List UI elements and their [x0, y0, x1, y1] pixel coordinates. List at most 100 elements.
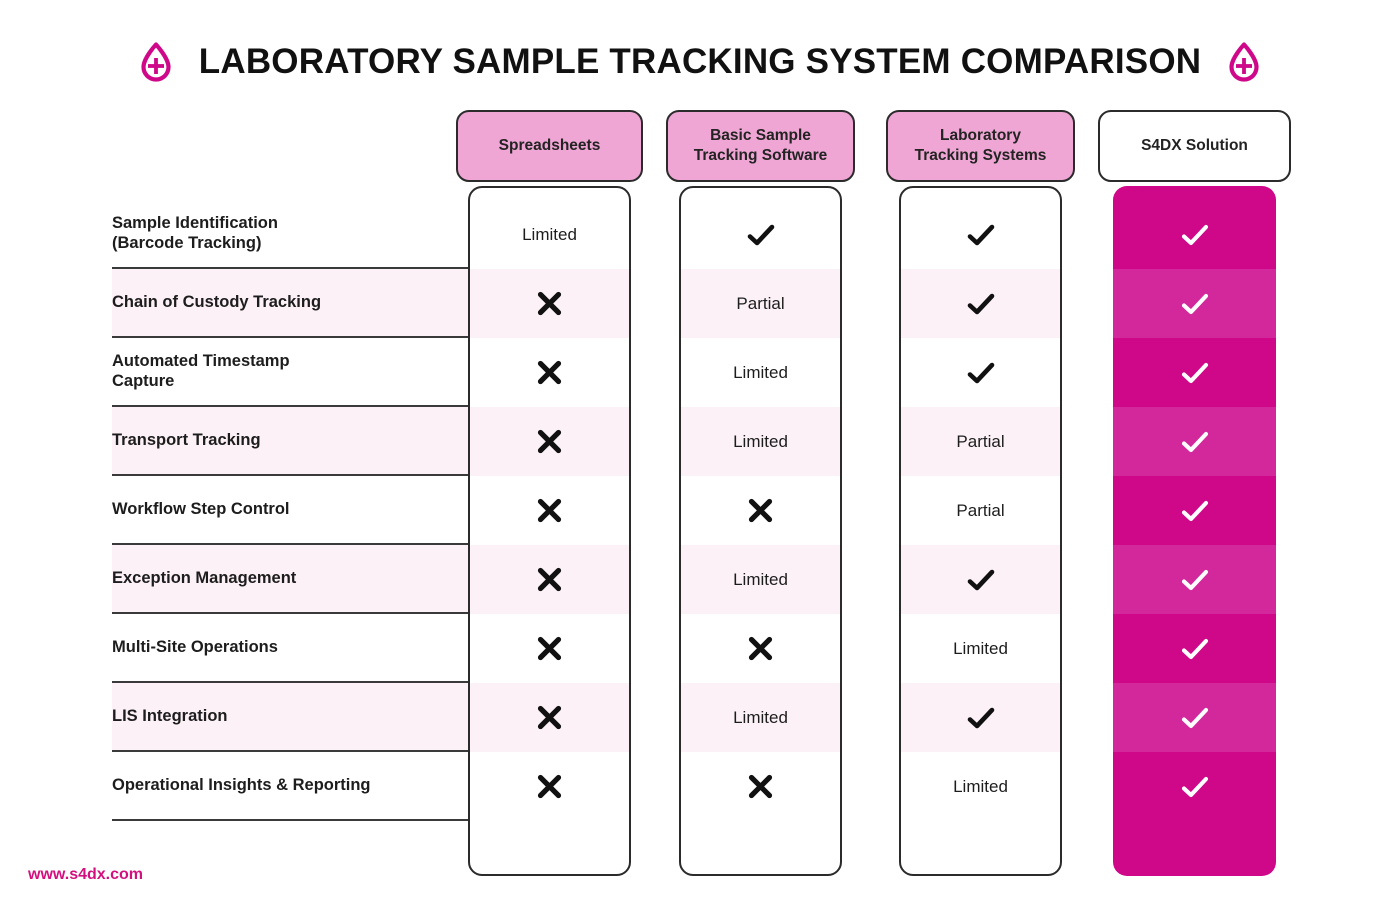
row-feature-label: Workflow Step Control: [112, 476, 468, 545]
table-row: Exception Management Limited: [0, 545, 1400, 614]
check-icon: [966, 358, 996, 388]
row-stripe-col3: [901, 545, 1060, 614]
cross-icon: [747, 773, 774, 800]
cell-text: Partial: [736, 293, 785, 313]
cell-text: Limited: [953, 638, 1008, 658]
table-cell: [1113, 752, 1276, 821]
cell-value: Limited: [953, 777, 1008, 797]
table-cell: [470, 269, 629, 338]
footer-website-url[interactable]: www.s4dx.com: [28, 866, 143, 883]
table-cell: [901, 269, 1060, 338]
cell-value: Limited: [733, 363, 788, 383]
table-cell: [1113, 545, 1276, 614]
row-stripe-col4: [1113, 614, 1276, 683]
table-cell: [470, 407, 629, 476]
table-cell: [681, 200, 840, 269]
row-label-line: Exception Management: [112, 568, 297, 587]
row-stripe-label: [112, 407, 468, 476]
cell-text: Limited: [733, 431, 788, 451]
table-row: Sample Identification(Barcode Tracking)L…: [0, 200, 1400, 269]
check-icon: [1180, 772, 1210, 802]
cross-icon: [536, 635, 563, 662]
row-stripe-col4: [1113, 476, 1276, 545]
row-stripe-col3: [901, 407, 1060, 476]
check-icon: [1180, 427, 1210, 457]
table-cell: [470, 338, 629, 407]
table-cell: [1113, 338, 1276, 407]
check-icon: [966, 703, 996, 733]
cell-value: Limited: [953, 639, 1008, 659]
row-stripe-col2: [681, 545, 840, 614]
cross-icon: [536, 290, 563, 317]
table-cell: Limited: [681, 545, 840, 614]
row-label-line: Workflow Step Control: [112, 499, 290, 518]
table-cell: [1113, 200, 1276, 269]
table-cell: [470, 545, 629, 614]
column-header-label: Spreadsheets: [498, 137, 601, 155]
table-row: LIS Integration Limited: [0, 683, 1400, 752]
table-cell: Limited: [681, 338, 840, 407]
column-header-spreadsheets[interactable]: Spreadsheets: [456, 110, 643, 182]
check-icon: [1180, 358, 1210, 388]
row-stripe-col2: [681, 269, 840, 338]
column-header-s4dx-solution[interactable]: S4DX Solution: [1098, 110, 1291, 182]
table-row: Transport Tracking Limited Partial: [0, 407, 1400, 476]
cross-icon: [536, 566, 563, 593]
table-cell: Limited: [681, 683, 840, 752]
cross-icon: [536, 428, 563, 455]
cell-value: Limited: [733, 708, 788, 728]
table-row: Chain of Custody Tracking Partial: [0, 269, 1400, 338]
droplet-plus-icon-right: [1229, 42, 1259, 82]
row-stripe-label: [112, 545, 468, 614]
cell-value: Partial: [956, 501, 1004, 521]
table-cell: [470, 614, 629, 683]
table-cell: [681, 614, 840, 683]
check-icon: [1180, 703, 1210, 733]
row-feature-label: LIS Integration: [112, 683, 468, 752]
table-cell: Limited: [470, 200, 629, 269]
page-title: LABORATORY SAMPLE TRACKING SYSTEM COMPAR…: [198, 42, 1202, 81]
check-icon: [966, 565, 996, 595]
table-cell: Limited: [681, 407, 840, 476]
cross-icon: [536, 773, 563, 800]
table-cell: [1113, 614, 1276, 683]
check-icon: [1180, 220, 1210, 250]
table-cell: [681, 752, 840, 821]
cell-value: Partial: [736, 294, 784, 314]
row-stripe-col2: [681, 683, 840, 752]
column-header-label: S4DX Solution: [1141, 137, 1248, 155]
row-label-line: Capture: [112, 371, 175, 390]
row-stripe-label: [112, 683, 468, 752]
row-stripe-col4: [1113, 683, 1276, 752]
row-stripe-col3: [901, 269, 1060, 338]
cell-value: Limited: [733, 570, 788, 590]
check-icon: [746, 220, 776, 250]
table-cell: Partial: [901, 476, 1060, 545]
row-label-line: Automated Timestamp: [112, 351, 290, 370]
cross-icon: [536, 497, 563, 524]
table-cell: Partial: [901, 407, 1060, 476]
row-feature-label: Chain of Custody Tracking: [112, 269, 468, 338]
row-label-line: Transport Tracking: [112, 430, 261, 449]
droplet-plus-icon-left: [141, 42, 171, 82]
table-cell: Limited: [901, 752, 1060, 821]
row-label-line: LIS Integration: [112, 706, 228, 725]
cross-icon: [536, 359, 563, 386]
cell-text: Limited: [733, 362, 788, 382]
row-stripe-col4: [1113, 200, 1276, 269]
cell-value: Limited: [522, 225, 577, 245]
table-row: Workflow Step Control Partial: [0, 476, 1400, 545]
table-cell: [901, 683, 1060, 752]
row-stripe-col4: [1113, 545, 1276, 614]
table-cell: [1113, 269, 1276, 338]
row-stripe-col2: [681, 407, 840, 476]
cell-text: Limited: [733, 569, 788, 589]
check-icon: [966, 289, 996, 319]
check-icon: [1180, 496, 1210, 526]
cell-value: Limited: [733, 432, 788, 452]
row-stripe-col3: [901, 683, 1060, 752]
